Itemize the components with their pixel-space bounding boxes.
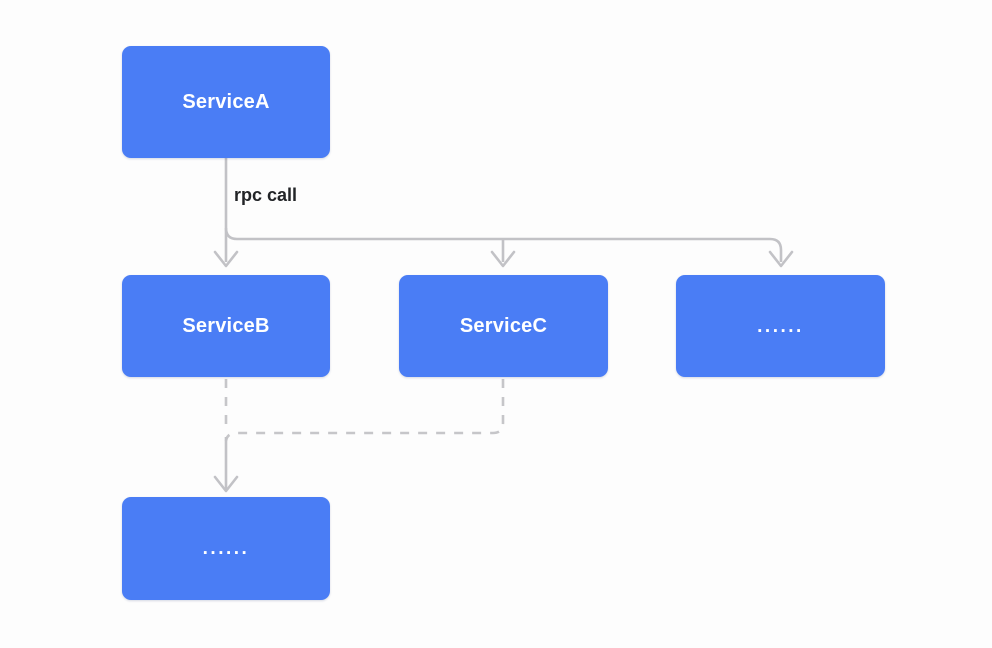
node-more-bottom[interactable]: ...... [122,497,330,600]
arrowhead-servicea-servicec-icon [490,250,516,268]
arrowhead-join-more-bottom-icon [213,475,239,493]
edge-label-rpc-call: rpc call [234,186,297,204]
node-servicea-label: ServiceA [182,91,270,113]
edge-servicec-dashed [224,379,505,442]
node-more-top[interactable]: ...... [676,275,885,377]
node-servicec-label: ServiceC [459,315,548,337]
arrowhead-servicea-serviceb-icon [213,250,239,268]
arrowhead-servicea-more-icon [768,250,794,268]
node-more-bottom-label: ...... [202,538,250,559]
node-serviceb-label: ServiceB [182,315,270,337]
node-more-top-label: ...... [757,315,804,337]
edge-fanout-bus [224,227,783,262]
node-serviceb[interactable]: ServiceB [122,275,330,377]
edge-label-rpc-call-text: rpc call [234,185,298,205]
node-servicec[interactable]: ServiceC [399,275,608,377]
node-servicea[interactable]: ServiceA [122,46,330,158]
